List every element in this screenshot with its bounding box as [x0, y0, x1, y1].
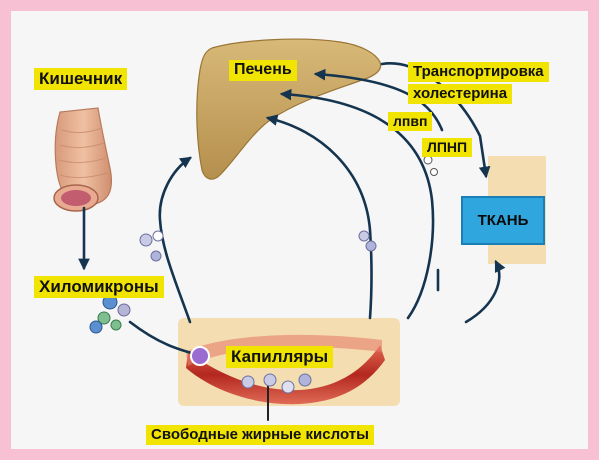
free-fatty-acids-label: Свободные жирные кислоты — [146, 425, 374, 445]
hdl-label: лпвп — [388, 112, 433, 131]
cholesterol-transport-label-line1: Транспортировка — [408, 62, 549, 82]
tissue-box: ТКАНЬ — [461, 196, 545, 245]
arrow-remnants-to-liver — [158, 156, 192, 324]
remnant-particles — [139, 230, 164, 262]
cholesterol-transport-label-line2: холестерина — [408, 84, 513, 104]
arrow-hdl-to-liver — [313, 68, 444, 132]
intestine-illustration — [53, 107, 113, 212]
arrow-ldl-to-liver — [279, 88, 435, 320]
intestine-label: Кишечник — [34, 68, 128, 90]
ldl-label: ЛПНП — [422, 138, 473, 157]
arrow-capillaries-to-tissue — [464, 259, 506, 324]
liver-label: Печень — [229, 60, 297, 81]
tissue-label: ТКАНЬ — [477, 212, 529, 229]
capillary-particles — [190, 346, 312, 394]
chylomicron-particles — [89, 287, 133, 334]
chylomicrons-label: Хиломикроны — [34, 276, 164, 298]
arrow-capillaries-to-liver — [265, 114, 373, 320]
capillaries-label: Капилляры — [226, 346, 334, 368]
ascending-particles — [358, 230, 377, 252]
lipoprotein-particles — [89, 155, 438, 394]
